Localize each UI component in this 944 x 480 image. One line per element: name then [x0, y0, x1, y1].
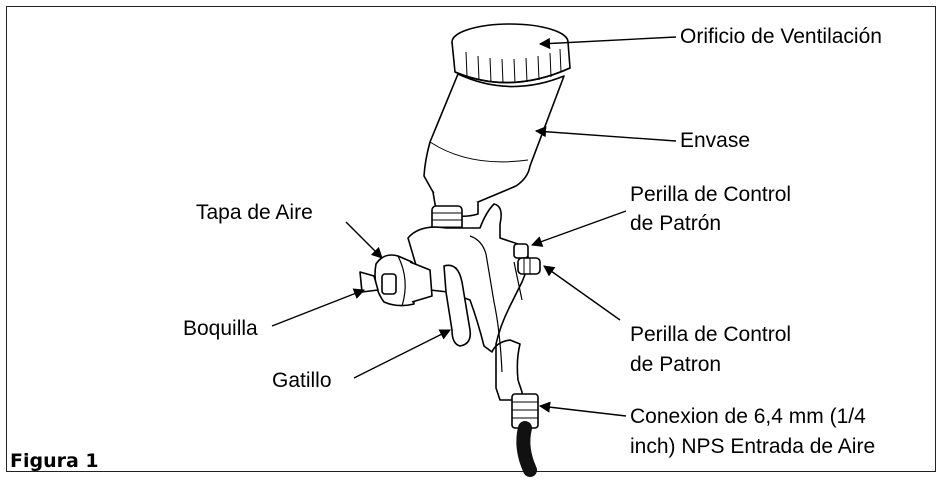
- leader-trigger: [353, 329, 452, 379]
- hose-icon: [516, 421, 537, 477]
- leader-pattern-knob-1: [530, 210, 627, 247]
- label-pattern-knob-2-line1: Perilla de Control: [630, 323, 792, 346]
- leader-nozzle: [271, 288, 366, 327]
- label-nozzle: Boquilla: [183, 317, 258, 340]
- figure-frame: [6, 6, 936, 472]
- air-inlet-icon: [511, 393, 539, 429]
- trigger-icon: [443, 264, 472, 347]
- label-pattern-knob-1-line1: Perilla de Control: [630, 183, 792, 206]
- cup-lid-icon: [451, 23, 571, 84]
- label-pattern-knob-2-line2: de Patron: [630, 353, 722, 376]
- pattern-knob-icon: [513, 243, 541, 275]
- label-air-cap: Tapa de Aire: [196, 201, 313, 224]
- leader-air-cap: [345, 221, 383, 259]
- label-vent: Orificio de Ventilación: [680, 25, 882, 48]
- nozzle-icon: [359, 271, 397, 295]
- label-pattern-knob-1-line2: de Patrón: [630, 212, 722, 235]
- label-air-inlet-line1: Conexion de 6,4 mm (1/4: [630, 405, 866, 428]
- label-air-inlet-line2: inch) NPS Entrada de Aire: [630, 435, 876, 458]
- figure-caption: Figura 1: [10, 450, 99, 472]
- label-container: Envase: [680, 129, 751, 152]
- gun-body-icon: [407, 203, 531, 401]
- label-trigger: Gatillo: [272, 369, 332, 392]
- leader-pattern-knob-2: [543, 265, 621, 321]
- leader-vent: [538, 36, 677, 50]
- leader-air-inlet: [538, 401, 627, 417]
- leader-container: [534, 126, 677, 142]
- container-icon: [423, 73, 565, 218]
